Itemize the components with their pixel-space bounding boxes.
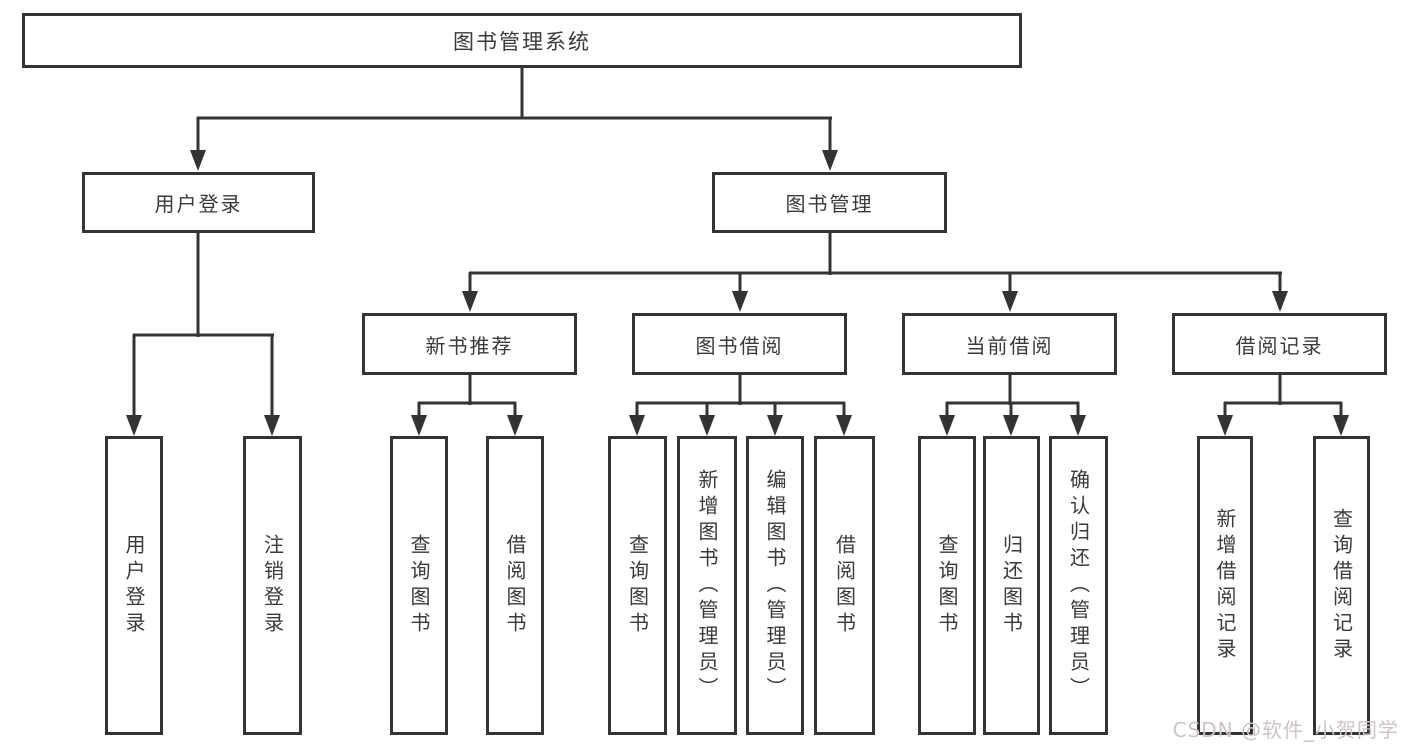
leaf-label: 借阅图书: [832, 533, 857, 638]
leaf-label: 查询图书: [407, 533, 431, 638]
node-label: 用户登录: [154, 192, 243, 216]
leaf-query-books-3: 查询图书: [918, 436, 976, 735]
node-new-book-recommend: 新书推荐: [362, 313, 577, 375]
leaf-add-borrow-record: 新增借阅记录: [1197, 436, 1253, 735]
leaf-edit-book-admin: 编辑图书（管理员）: [746, 436, 804, 735]
leaf-label: 新增借阅记录: [1213, 507, 1237, 664]
leaf-label: 确认归还（管理员）: [1066, 468, 1091, 703]
leaf-label: 编辑图书（管理员）: [763, 468, 787, 703]
leaf-borrow-books-1: 借阅图书: [486, 436, 544, 735]
leaf-label: 用户登录: [122, 533, 146, 638]
leaf-query-borrow-record: 查询借阅记录: [1313, 436, 1370, 735]
leaf-query-books-1: 查询图书: [390, 436, 448, 735]
node-user-login-branch: 用户登录: [82, 172, 315, 233]
leaf-add-book-admin: 新增图书（管理员）: [677, 436, 737, 735]
node-system-root: 图书管理系统: [22, 13, 1022, 68]
leaf-logout: 注销登录: [243, 436, 302, 735]
leaf-label: 注销登录: [260, 533, 285, 638]
node-borrow-record: 借阅记录: [1172, 313, 1387, 375]
leaf-label: 查询图书: [625, 533, 650, 638]
leaf-query-books-2: 查询图书: [608, 436, 667, 735]
leaf-borrow-books-2: 借阅图书: [814, 436, 875, 735]
leaf-label: 新增图书（管理员）: [695, 468, 719, 703]
leaf-label: 查询图书: [935, 533, 959, 638]
leaf-confirm-return-admin: 确认归还（管理员）: [1049, 436, 1108, 735]
node-label: 图书借阅: [695, 333, 784, 358]
leaf-label: 查询借阅记录: [1329, 507, 1354, 664]
node-label: 借阅记录: [1235, 333, 1324, 358]
node-label: 新书推荐: [425, 333, 514, 358]
node-book-management-branch: 图书管理: [712, 172, 947, 233]
leaf-return-book: 归还图书: [983, 436, 1040, 735]
arrowhead-icons: [126, 150, 1349, 436]
node-label: 图书管理系统: [453, 29, 591, 54]
leaf-label: 归还图书: [999, 533, 1024, 638]
leaf-label: 借阅图书: [503, 533, 527, 638]
node-book-borrow: 图书借阅: [632, 313, 847, 375]
leaf-user-login: 用户登录: [105, 436, 163, 735]
csdn-watermark: CSDN @软件_小贺同学: [1172, 718, 1399, 742]
node-current-borrow: 当前借阅: [902, 313, 1117, 375]
node-label: 当前借阅: [965, 333, 1054, 358]
node-label: 图书管理: [785, 192, 874, 216]
